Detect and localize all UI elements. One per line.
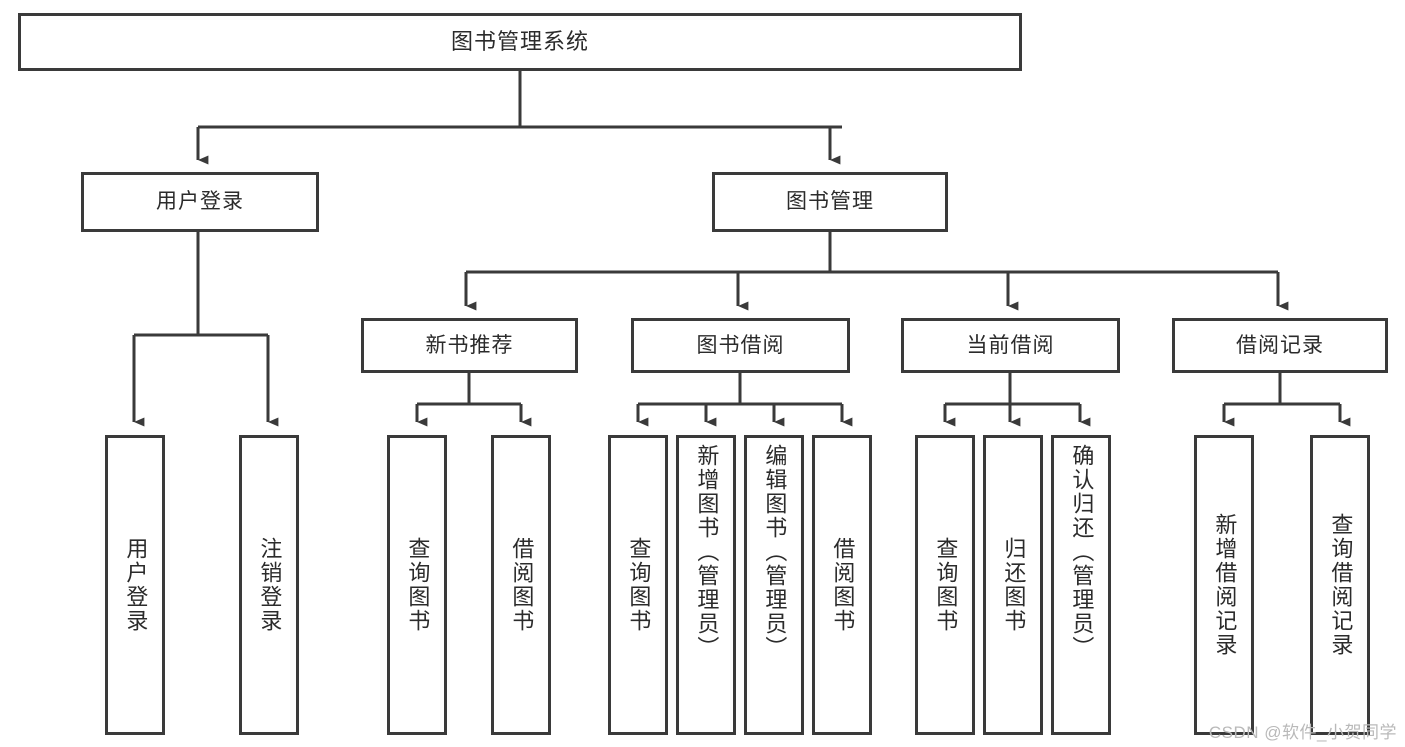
node-label: 图书管理系统 bbox=[450, 28, 589, 54]
watermark-text: CSDN @软件_小贺同学 bbox=[1208, 723, 1397, 742]
node-leaf-borrow-book-recommend[interactable]: 借阅图书 bbox=[491, 435, 551, 735]
node-leaf-borrow-book[interactable]: 借阅图书 bbox=[812, 435, 872, 735]
node-leaf-query-book-borrow[interactable]: 查询图书 bbox=[608, 435, 668, 735]
node-new-book-recommend[interactable]: 新书推荐 bbox=[361, 318, 578, 373]
node-label: 借阅记录 bbox=[1236, 333, 1324, 357]
node-label: 借阅图书 bbox=[830, 537, 856, 633]
node-leaf-query-borrow-record[interactable]: 查询借阅记录 bbox=[1310, 435, 1370, 735]
node-root-system[interactable]: 图书管理系统 bbox=[18, 13, 1022, 71]
node-label: 用户登录 bbox=[123, 537, 149, 633]
node-current-borrow[interactable]: 当前借阅 bbox=[901, 318, 1120, 373]
node-label: 编辑图书（管理员） bbox=[762, 444, 788, 660]
node-label: 注销登录 bbox=[257, 537, 283, 633]
node-label: 查询图书 bbox=[405, 537, 431, 633]
node-book-borrow[interactable]: 图书借阅 bbox=[631, 318, 850, 373]
node-label: 查询图书 bbox=[626, 537, 652, 633]
node-label: 用户登录 bbox=[156, 190, 244, 214]
node-leaf-user-login[interactable]: 用户登录 bbox=[105, 435, 165, 735]
node-borrow-record[interactable]: 借阅记录 bbox=[1172, 318, 1388, 373]
node-book-management[interactable]: 图书管理 bbox=[712, 172, 948, 232]
node-leaf-confirm-return-admin[interactable]: 确认归还（管理员） bbox=[1051, 435, 1111, 735]
node-label: 新增借阅记录 bbox=[1212, 513, 1238, 657]
node-label: 借阅图书 bbox=[509, 537, 535, 633]
node-leaf-logout[interactable]: 注销登录 bbox=[239, 435, 299, 735]
node-leaf-return-book[interactable]: 归还图书 bbox=[983, 435, 1043, 735]
node-label: 图书管理 bbox=[786, 190, 874, 214]
node-label: 查询借阅记录 bbox=[1328, 513, 1354, 657]
node-label: 当前借阅 bbox=[966, 333, 1055, 357]
node-leaf-query-book-recommend[interactable]: 查询图书 bbox=[387, 435, 447, 735]
node-label: 查询图书 bbox=[933, 537, 959, 633]
node-label: 新增图书（管理员） bbox=[694, 444, 720, 660]
node-leaf-edit-book-admin[interactable]: 编辑图书（管理员） bbox=[744, 435, 804, 735]
node-leaf-add-book-admin[interactable]: 新增图书（管理员） bbox=[676, 435, 736, 735]
node-label: 确认归还（管理员） bbox=[1069, 444, 1095, 660]
node-label: 新书推荐 bbox=[425, 333, 514, 357]
node-label: 归还图书 bbox=[1001, 537, 1027, 633]
node-user-login[interactable]: 用户登录 bbox=[81, 172, 319, 232]
node-leaf-query-book-current[interactable]: 查询图书 bbox=[915, 435, 975, 735]
node-label: 图书借阅 bbox=[696, 333, 785, 357]
node-leaf-add-borrow-record[interactable]: 新增借阅记录 bbox=[1194, 435, 1254, 735]
